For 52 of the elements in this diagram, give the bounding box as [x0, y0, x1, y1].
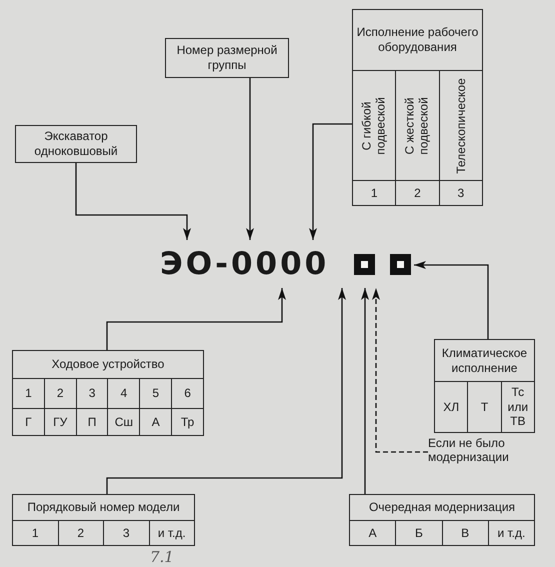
table-cell: П [76, 409, 108, 435]
label-box: Номер размерной группы [165, 38, 289, 78]
table-cell: 2 [44, 379, 76, 408]
table-cell: 5 [139, 379, 172, 408]
table-header: Климатическое исполнение [435, 340, 534, 382]
table-cell: и т.д. [488, 521, 534, 545]
figure-number: 7.1 [150, 548, 174, 566]
arrow [75, 163, 191, 240]
designation-code: ЭО-0000 [160, 246, 330, 282]
table-header: Порядковый номер модели [13, 495, 194, 521]
table-cell: 6 [171, 379, 203, 408]
arrow [106, 288, 286, 350]
table-cell-text: Г [24, 414, 33, 431]
column-heading: Телескопическое [454, 76, 468, 176]
table-cell: 4 [107, 379, 140, 408]
note-text: Если не было модернизации [428, 436, 509, 464]
table-cell-text: А [368, 524, 378, 542]
table-cell-text: 1 [370, 184, 378, 202]
table-cell: Б [395, 521, 442, 545]
table-cell: ГУ [44, 409, 76, 435]
table-cell: 3 [103, 521, 148, 545]
arrow [361, 288, 369, 494]
column-heading: С гибкой подвеской [360, 96, 389, 156]
arrow [309, 123, 352, 240]
table-cell: 2 [58, 521, 103, 545]
table [349, 494, 535, 546]
table-cell: Тр [171, 409, 203, 435]
table [352, 9, 483, 206]
column-heading: С жесткой подвеской [403, 96, 432, 156]
table-cell-text: 1 [24, 385, 33, 402]
table-header: Очередная модернизация [350, 495, 534, 521]
label-box: Экскаватор одноковшовый [15, 125, 137, 163]
table-cell: В [442, 521, 488, 545]
table-cell: Сш [107, 409, 140, 435]
arrow [246, 78, 254, 240]
table-header: Ходовое устройство [13, 351, 203, 379]
table-cell: и т.д. [148, 521, 194, 545]
arrow [106, 288, 346, 494]
table-cell-text: 1 [30, 524, 40, 542]
arrow [414, 261, 489, 339]
arrow [372, 288, 428, 453]
table [12, 350, 204, 436]
table-cell: А [139, 409, 172, 435]
table-cell: Тс или ТВ [500, 382, 534, 432]
table-cell: 2 [395, 181, 439, 205]
table-cell: 3 [76, 379, 108, 408]
table-cell: 3 [438, 181, 482, 205]
table [434, 339, 535, 433]
table [12, 494, 195, 546]
table-cell: Т [467, 382, 501, 432]
table-header: Исполнение рабочего оборудования [353, 10, 482, 71]
table-cell-text: ХЛ [442, 398, 460, 416]
